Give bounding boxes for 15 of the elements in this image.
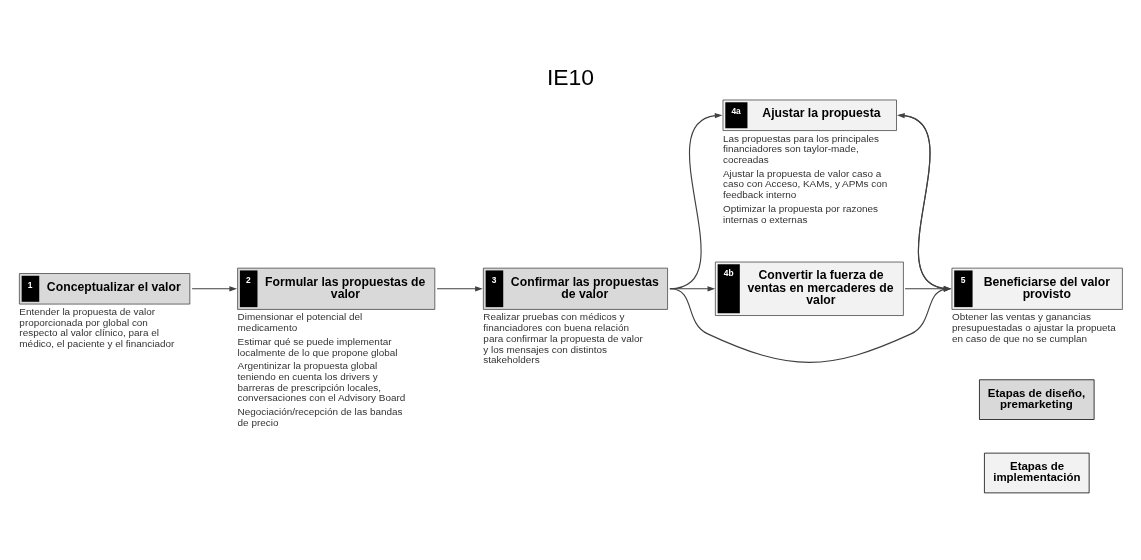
node-label: Las propuestas para los principales financiadores son taylor-made, cocreadas	[723, 132, 880, 165]
diagram-title: IE10	[546, 64, 595, 91]
arrow	[436, 286, 483, 292]
node-label: Realizar pruebas con médicos y financiadores con buena relación para confirmar la propuesta de valor y los mensajes con distintos stakeholders	[483, 311, 643, 366]
legend-label: Etapas de diseño, premarketing	[987, 386, 1086, 411]
node-label: Obtener las ventas y ganancias presupuestadas o ajustar la propueta en caso de que no se cumplan	[951, 311, 1116, 344]
node-label: Estimar qué se puede implementar localmente de lo que propone global	[237, 335, 398, 358]
node-label: Argentinizar la propuesta global teniendo en cuenta los drivers y barreras de prescripción locales, conversaciones con el Advisory Board	[237, 360, 406, 404]
legend-label: Etapas de implementación	[993, 459, 1081, 484]
node-label: Entender la propuesta de valor proporcionada por global con respecto al valor clínico, para el médico, el paciente y el financiador	[19, 306, 175, 350]
node-label: Optimizar la propuesta por razones internas o externas	[723, 202, 878, 225]
node-label: Ajustar la propuesta de valor caso a caso con Acceso, KAMs, y APMs con feedback interno	[723, 167, 888, 201]
node-label: Dimensionar el potencial del medicamento	[237, 311, 363, 334]
arrow	[191, 286, 238, 292]
node-label: Negociación/recepción de las bandas de precio	[237, 406, 403, 428]
